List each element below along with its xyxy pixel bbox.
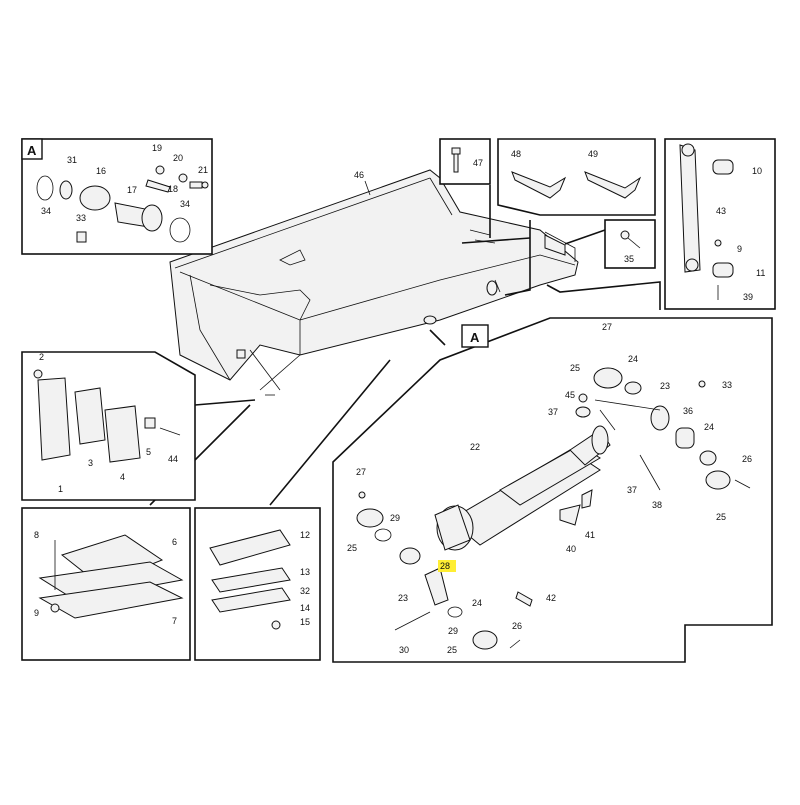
callout-4: 4 — [120, 472, 125, 482]
callout-20: 20 — [173, 153, 183, 163]
callout-42: 42 — [546, 593, 556, 603]
callout-33: 33 — [76, 213, 86, 223]
callout-25-left: 25 — [347, 543, 357, 553]
callout-25-bottom: 25 — [447, 645, 457, 655]
callout-15: 15 — [300, 617, 310, 627]
callout-29-bottom: 29 — [448, 626, 458, 636]
callout-5: 5 — [146, 447, 151, 457]
panel-47: 47 — [439, 138, 491, 185]
callout-36: 36 — [683, 406, 693, 416]
panel-48-49: 48 49 — [497, 138, 656, 216]
callout-8: 8 — [34, 530, 39, 540]
callout-10: 10 — [752, 166, 762, 176]
callout-12: 12 — [300, 530, 310, 540]
callout-32: 32 — [300, 586, 310, 596]
callout-13: 13 — [300, 567, 310, 577]
callout-48: 48 — [511, 149, 521, 159]
callout-34-right: 34 — [180, 199, 190, 209]
callout-24-top: 24 — [628, 354, 638, 364]
callout-27-left: 27 — [356, 467, 366, 477]
callout-18: 18 — [168, 184, 178, 194]
callout-25-right: 25 — [716, 512, 726, 522]
callout-19: 19 — [152, 143, 162, 153]
callout-43: 43 — [716, 206, 726, 216]
callout-46: 46 — [354, 170, 364, 180]
callout-37-bottom: 37 — [627, 485, 637, 495]
panel-pads: 8 6 7 9 — [21, 507, 191, 661]
callout-35: 35 — [624, 254, 634, 264]
callout-1: 1 — [58, 484, 63, 494]
callout-33-cyl: 33 — [722, 380, 732, 390]
callout-34-left: 34 — [41, 206, 51, 216]
callout-40: 40 — [566, 544, 576, 554]
callout-6: 6 — [172, 537, 177, 547]
callout-26-right: 26 — [742, 454, 752, 464]
callout-24-right: 24 — [704, 422, 714, 432]
callout-17: 17 — [127, 185, 137, 195]
callout-39: 39 — [743, 292, 753, 302]
panel-a-letter: A — [27, 143, 37, 158]
callout-23-left: 23 — [398, 593, 408, 603]
callout-14: 14 — [300, 603, 310, 613]
callout-27-top: 27 — [602, 322, 612, 332]
callout-47: 47 — [473, 158, 483, 168]
callout-21: 21 — [198, 165, 208, 175]
panel-cylinder: A 27 25 — [332, 317, 773, 663]
panel-rubber-block: 12 13 32 14 15 — [194, 507, 321, 661]
callout-9-pad: 9 — [34, 608, 39, 618]
callout-11: 11 — [756, 268, 765, 278]
highlight-28 — [438, 560, 456, 572]
callout-37-top: 37 — [548, 407, 558, 417]
callout-3: 3 — [88, 458, 93, 468]
panel-cylinder-letter: A — [470, 330, 480, 345]
callout-25-top: 25 — [570, 363, 580, 373]
callout-26-bottom: 26 — [512, 621, 522, 631]
callout-16: 16 — [96, 166, 106, 176]
panel-side-plates: 2 3 4 5 44 1 — [21, 351, 196, 501]
callout-30: 30 — [399, 645, 409, 655]
panel-a: A 31 16 17 19 20 21 18 34 34 33 — [21, 138, 213, 255]
callout-9: 9 — [737, 244, 742, 254]
callout-29-left: 29 — [390, 513, 400, 523]
callout-24-bottom: 24 — [472, 598, 482, 608]
callout-7: 7 — [172, 616, 177, 626]
callout-31: 31 — [67, 155, 77, 165]
callout-41: 41 — [585, 530, 595, 540]
callout-2: 2 — [39, 352, 44, 362]
callout-49: 49 — [588, 149, 598, 159]
callout-44: 44 — [168, 454, 178, 464]
callout-38: 38 — [652, 500, 662, 510]
panel-43: 10 43 9 11 39 — [664, 138, 776, 310]
panel-35: 35 — [604, 219, 656, 269]
dump-body: 46 — [169, 169, 579, 396]
callout-45: 45 — [565, 390, 575, 400]
callout-23-top: 23 — [660, 381, 670, 391]
callout-28: 28 — [440, 561, 450, 571]
leader-lines — [149, 185, 661, 506]
callout-22: 22 — [470, 442, 480, 452]
